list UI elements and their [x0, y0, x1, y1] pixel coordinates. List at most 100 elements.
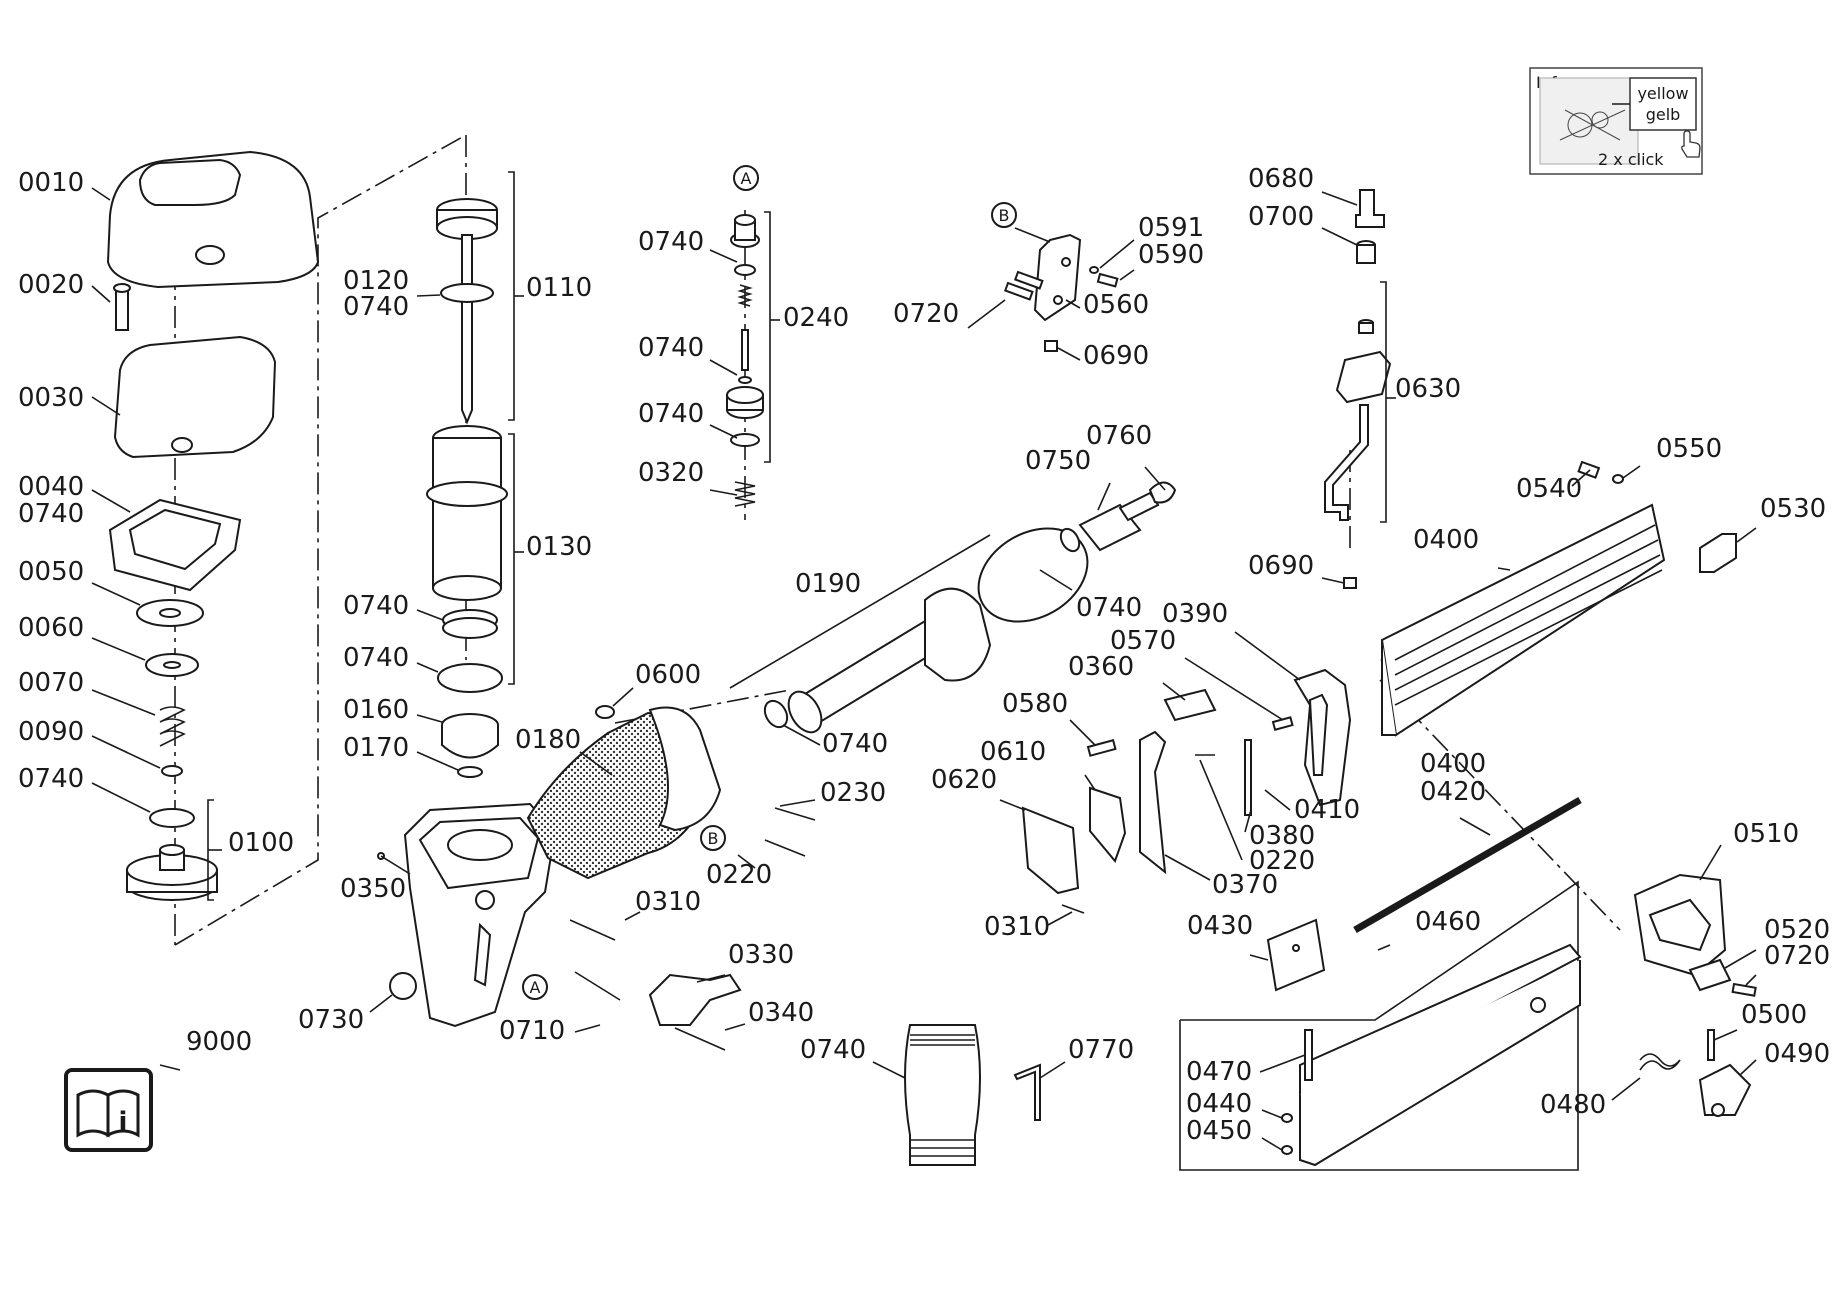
- callout-0050: 0050: [18, 557, 84, 587]
- cylinder-0130[interactable]: [426, 425, 508, 601]
- callout-0740-j: 0740: [638, 399, 704, 429]
- callout-0710: 0710: [499, 1016, 565, 1046]
- hand-pointer-icon: [1681, 130, 1701, 158]
- nut-0690-bracket[interactable]: [1044, 340, 1058, 352]
- callout-0240: 0240: [783, 303, 849, 333]
- callout-0360: 0360: [1068, 652, 1134, 682]
- plate-0530[interactable]: [1699, 533, 1737, 573]
- spring-0070[interactable]: [159, 706, 186, 747]
- screw-0020[interactable]: [113, 283, 131, 331]
- pin-0340[interactable]: [674, 1027, 726, 1051]
- bracket-0430[interactable]: [1266, 918, 1326, 992]
- thumbnail-diagram-icon: [1559, 109, 1626, 141]
- callout-0350: 0350: [340, 874, 406, 904]
- washer-0060[interactable]: [145, 653, 199, 677]
- info-panel[interactable]: Info yellow gelb 2 x click: [1529, 67, 1703, 175]
- cap-0450[interactable]: [1281, 1145, 1293, 1155]
- callout-0370: 0370: [1212, 870, 1278, 900]
- sleeve-0700[interactable]: [1356, 240, 1376, 264]
- screw-0540[interactable]: [1577, 460, 1601, 479]
- callout-0770: 0770: [1068, 1035, 1134, 1065]
- color-english: yellow: [1637, 84, 1688, 103]
- callout-0570: 0570: [1110, 626, 1176, 656]
- callout-0740-c: 0740: [343, 292, 409, 322]
- o-ring-0740-cyl-lower[interactable]: [437, 663, 503, 693]
- housing-body[interactable]: [403, 706, 722, 1028]
- marker-a-top-label: A: [741, 169, 752, 188]
- plate-0360[interactable]: [1163, 688, 1217, 722]
- nail-strip-0740[interactable]: [904, 1024, 981, 1166]
- nose-0390[interactable]: [1293, 668, 1352, 807]
- trigger-0330[interactable]: [648, 973, 742, 1026]
- air-tube-0190[interactable]: [782, 510, 1104, 738]
- callout-0160: 0160: [343, 695, 409, 725]
- fitting-0750[interactable]: [1078, 491, 1160, 552]
- washer-0550[interactable]: [1612, 474, 1624, 484]
- callout-0630: 0630: [1395, 374, 1461, 404]
- nut-0690-safety[interactable]: [1343, 577, 1357, 589]
- callout-0430: 0430: [1187, 911, 1253, 941]
- nut-0600[interactable]: [595, 705, 615, 719]
- plate-0520[interactable]: [1688, 958, 1732, 992]
- callout-0520: 0520: [1764, 915, 1830, 945]
- o-ring-0740-tube[interactable]: [760, 697, 791, 731]
- manual-9000[interactable]: i: [64, 1068, 153, 1152]
- o-ring-0740-fitting[interactable]: [1057, 526, 1083, 555]
- parts-0590-0591[interactable]: [1089, 266, 1119, 288]
- bumper-0730[interactable]: [389, 972, 417, 1000]
- callout-0170: 0170: [343, 733, 409, 763]
- screw-0580[interactable]: [1086, 739, 1117, 757]
- rail-0460[interactable]: [1299, 943, 1582, 1167]
- callout-labels: 0010 0020 0030 0040 0740 0050 0060 0070 …: [18, 164, 1830, 1146]
- piston-driver-0110[interactable]: [436, 198, 498, 425]
- hex-key-0770[interactable]: [1013, 1063, 1041, 1121]
- cap-0010[interactable]: [106, 150, 320, 289]
- magazine-0400[interactable]: [1380, 503, 1666, 737]
- cylinder-head-0030[interactable]: [113, 335, 277, 459]
- callout-0310-a: 0310: [635, 887, 701, 917]
- bumper-0160[interactable]: [441, 713, 499, 759]
- pin-0470[interactable]: [1304, 1029, 1313, 1081]
- callout-0740-b: 0740: [18, 764, 84, 794]
- gasket-0040[interactable]: [108, 498, 242, 592]
- pin-0500[interactable]: [1707, 1029, 1715, 1061]
- callout-0310-b: 0310: [984, 912, 1050, 942]
- ring-0170[interactable]: [457, 766, 483, 778]
- bracket-0560[interactable]: [1033, 233, 1082, 322]
- rod-0420[interactable]: [1353, 796, 1582, 934]
- callout-0400-a: 0400: [1413, 525, 1479, 555]
- callout-0590: 0590: [1138, 240, 1204, 270]
- o-ring-0120[interactable]: [440, 283, 494, 303]
- marker-b-housing: [700, 825, 726, 851]
- screws-0720-bracket[interactable]: [1003, 270, 1044, 301]
- plate-0370[interactable]: [1139, 730, 1167, 875]
- book-info-icon: [76, 1089, 140, 1138]
- valve-0100[interactable]: [126, 844, 218, 901]
- callout-0450: 0450: [1186, 1116, 1252, 1146]
- spring-0380[interactable]: [1244, 739, 1252, 816]
- contact-0620[interactable]: [1021, 806, 1080, 895]
- plate-0610[interactable]: [1089, 786, 1127, 863]
- pins-0230-0220[interactable]: [764, 807, 816, 857]
- safety-0630[interactable]: [1324, 319, 1392, 521]
- o-ring-0740-head[interactable]: [149, 808, 195, 828]
- pin-0310-nose[interactable]: [1061, 904, 1085, 914]
- marker-a-housing: [522, 974, 548, 1000]
- callout-0440: 0440: [1186, 1089, 1252, 1119]
- info-thumbnail[interactable]: [1539, 77, 1639, 165]
- washer-0050[interactable]: [136, 599, 204, 627]
- callout-0540: 0540: [1516, 474, 1582, 504]
- magazine-frame: [1179, 880, 1579, 1171]
- spring-0480[interactable]: [1639, 1053, 1681, 1071]
- cap-0440[interactable]: [1281, 1113, 1293, 1123]
- follower-0510[interactable]: [1633, 873, 1727, 977]
- dust-cap-0760[interactable]: [1148, 481, 1177, 504]
- screw-0720-follower[interactable]: [1731, 982, 1757, 997]
- ring-0090[interactable]: [161, 765, 183, 777]
- valve-stack-0240[interactable]: [726, 214, 764, 507]
- pins-0310-0710[interactable]: [569, 919, 621, 1001]
- o-ring-0740-cyl-upper[interactable]: [442, 609, 498, 639]
- clip-0680[interactable]: [1355, 189, 1385, 228]
- callout-0740-f: 0740: [822, 729, 888, 759]
- latch-0490[interactable]: [1698, 1063, 1752, 1117]
